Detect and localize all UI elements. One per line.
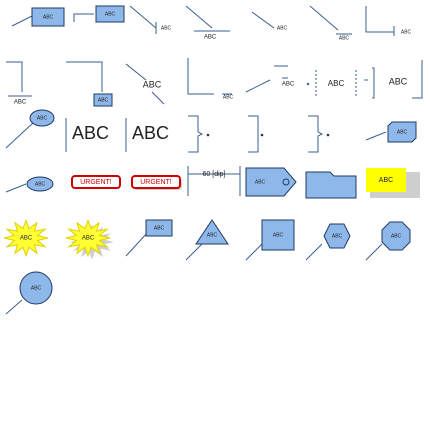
callout-corner-underline[interactable]: ABC <box>187 58 234 100</box>
callout-diagonal-text[interactable]: ABC <box>125 63 165 105</box>
shape-label: ABC <box>391 233 402 239</box>
callout-3d-box[interactable]: ABC <box>365 121 417 143</box>
shape-label: ABC <box>132 123 169 143</box>
shape-label: ABC <box>277 25 288 31</box>
callout-elbow-box[interactable]: ABC <box>66 61 113 107</box>
brace-right-dot-2[interactable] <box>308 115 330 153</box>
callout-hexagon[interactable]: ABC <box>305 223 351 261</box>
shape-label: ABC <box>282 82 295 88</box>
annotation-bar-left[interactable]: ABC <box>65 118 109 152</box>
shape-label: ABC <box>207 232 218 238</box>
callout-line-box-hook[interactable]: ABC <box>73 5 125 23</box>
shape-label: ABC <box>98 97 109 103</box>
shape-label: ABC <box>154 225 165 231</box>
urgent-stamp[interactable]: URGENT! <box>71 175 121 189</box>
callout-dotted-text[interactable]: ABC <box>306 70 357 98</box>
shape-label: ABC <box>37 115 48 121</box>
callout-triangle[interactable]: ABC <box>185 219 229 261</box>
shape-label: ABC <box>255 179 266 185</box>
urgent-stamp-shadow[interactable]: URGENT! <box>131 175 182 190</box>
shape-label: ABC <box>43 14 54 20</box>
shape-label: ABC <box>72 123 109 143</box>
callout-diagonal-long[interactable]: ABC <box>309 5 352 41</box>
dimension-label: 60 [dip] <box>203 171 226 178</box>
burst-shape[interactable]: ABC <box>3 218 49 258</box>
shape-label: ABC <box>397 129 408 135</box>
dimension-line[interactable]: 60 [dip] <box>187 166 241 196</box>
callout-oval-line[interactable]: ABC <box>5 109 55 149</box>
callout-circle[interactable]: ABC <box>5 271 53 315</box>
callout-bracket-right[interactable]: ABC <box>365 6 412 36</box>
shape-label: ABC <box>105 11 116 17</box>
shape-label: ABC <box>35 181 46 187</box>
burst-shape-shadow[interactable]: ABC <box>65 218 114 260</box>
bracket-right-dot[interactable] <box>248 115 264 153</box>
callout-square[interactable]: ABC <box>245 219 295 261</box>
shape-label: ABC <box>31 285 42 291</box>
callout-line-box-small[interactable]: ABC <box>11 7 65 27</box>
callout-line-box-2[interactable]: ABC <box>125 219 173 257</box>
callout-oval-line-2[interactable]: ABC <box>5 176 54 193</box>
callout-elbow-underline[interactable]: ABC <box>6 61 32 106</box>
callout-bracket-text[interactable]: ABC <box>364 60 423 99</box>
callout-line-text-arrow[interactable]: ABC <box>245 65 295 93</box>
folder-shape[interactable] <box>305 171 357 199</box>
shape-label: ABC <box>82 236 95 242</box>
shape-label: ABC <box>273 232 284 238</box>
shape-label: ABC <box>328 79 345 88</box>
shape-label: ABC <box>20 236 33 242</box>
shape-label: ABC <box>14 100 27 106</box>
shape-label: ABC <box>379 177 393 184</box>
shape-label: ABC <box>332 233 343 239</box>
shape-label: ABC <box>401 29 412 35</box>
callout-octagon[interactable]: ABC <box>365 221 411 261</box>
shape-label: ABC <box>204 35 217 41</box>
urgent-label: URGENT! <box>80 179 112 186</box>
shape-label: ABC <box>339 35 350 41</box>
shape-label: ABC <box>161 25 172 31</box>
tag-shape[interactable]: ABC <box>245 167 297 197</box>
shape-label: ABC <box>143 79 162 89</box>
shape-label: ABC <box>389 76 408 86</box>
callout-diagonal-underline[interactable]: ABC <box>185 5 230 41</box>
annotation-bar-left-2[interactable]: ABC <box>125 118 169 152</box>
urgent-label: URGENT! <box>140 179 172 186</box>
callout-diagonal-small[interactable]: ABC <box>251 11 288 31</box>
highlight-note[interactable]: ABC <box>366 168 420 198</box>
brace-right-dot[interactable] <box>188 115 210 153</box>
shape-label: ABC <box>223 94 234 100</box>
callout-diagonal-bar[interactable]: ABC <box>129 5 172 34</box>
